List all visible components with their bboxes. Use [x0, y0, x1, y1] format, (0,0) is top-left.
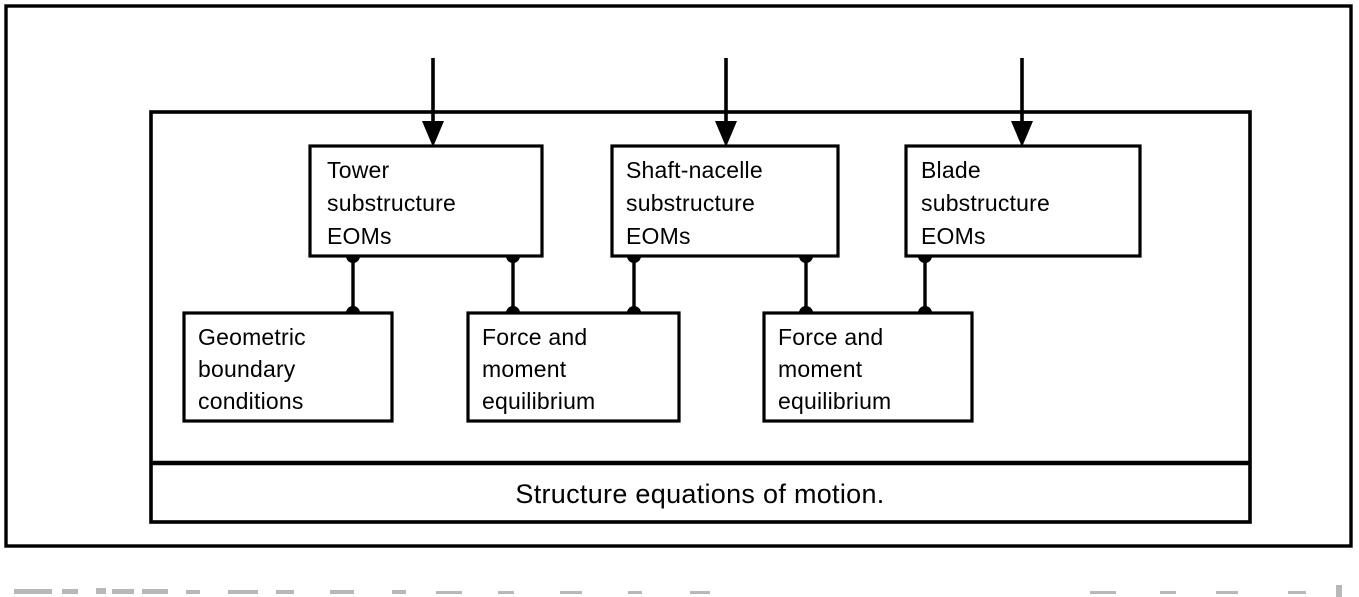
arrow-head-icon — [422, 121, 444, 147]
block-label-line3: equilibrium — [778, 388, 891, 414]
scan-artifact-speckles — [14, 585, 1342, 597]
connector-tower-to-geometric — [346, 249, 360, 320]
connector-blade-to-force-2 — [918, 249, 932, 320]
block-label-line3: equilibrium — [482, 388, 595, 414]
block-box — [308, 144, 544, 258]
block-label-line2: substructure — [626, 190, 755, 216]
block-force-and-moment-equilibrium-2[interactable]: Force and moment equilibrium — [762, 311, 974, 423]
block-label-line1: Force and — [482, 324, 587, 350]
block-shaft-nacelle-substructure-eoms[interactable]: Shaft-nacelle substructure EOMs — [610, 144, 840, 258]
connector-shaft-nacelle-to-force-1 — [627, 249, 641, 320]
block-label-line1: Tower — [327, 157, 389, 183]
figure-caption: Structure equations of motion. — [515, 479, 884, 509]
connector-shaft-nacelle-to-force-2 — [799, 249, 813, 320]
block-label-line2: moment — [778, 356, 863, 382]
block-label-line1: Force and — [778, 324, 883, 350]
input-arrow-shaft-nacelle — [715, 58, 737, 147]
block-label-line2: substructure — [921, 190, 1050, 216]
block-label-line2: boundary — [198, 356, 296, 382]
input-arrow-blade — [1011, 58, 1033, 147]
block-label-line3: EOMs — [327, 223, 392, 249]
block-label-line3: EOMs — [626, 223, 691, 249]
connector-tower-to-force-1 — [506, 249, 520, 320]
arrow-head-icon — [1011, 121, 1033, 147]
block-blade-substructure-eoms[interactable]: Blade substructure EOMs — [904, 144, 1142, 258]
block-box — [904, 144, 1142, 258]
block-label-line2: substructure — [327, 190, 456, 216]
block-label-line3: EOMs — [921, 223, 986, 249]
block-tower-substructure-eoms[interactable]: Tower substructure EOMs — [308, 144, 544, 258]
block-box — [610, 144, 840, 258]
block-box — [762, 311, 974, 423]
arrow-head-icon — [715, 121, 737, 147]
block-geometric-boundary-conditions[interactable]: Geometric boundary conditions — [182, 311, 394, 423]
block-box — [182, 311, 394, 423]
input-arrow-tower — [422, 58, 444, 147]
block-box — [466, 311, 681, 423]
block-label-line1: Blade — [921, 157, 981, 183]
block-label-line1: Shaft-nacelle — [626, 157, 763, 183]
block-force-and-moment-equilibrium-1[interactable]: Force and moment equilibrium — [466, 311, 681, 423]
block-label-line2: moment — [482, 356, 567, 382]
block-label-line3: conditions — [198, 388, 304, 414]
block-label-line1: Geometric — [198, 324, 306, 350]
outer-page-border — [4, 4, 1353, 548]
inner-figure-frame — [149, 110, 1252, 524]
